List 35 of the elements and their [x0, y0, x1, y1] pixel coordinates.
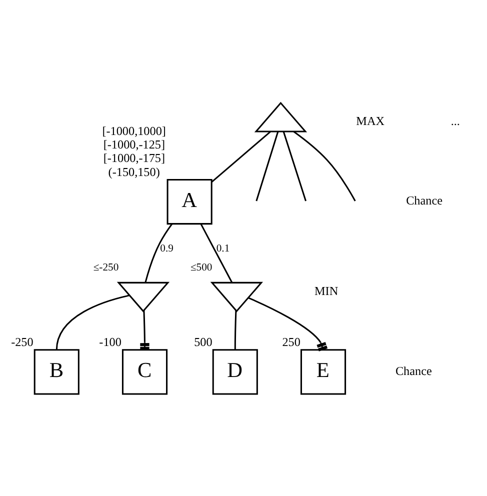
node-box: D: [212, 348, 258, 394]
edge-label: 0.9: [160, 242, 174, 254]
connector: [56, 294, 130, 350]
node-label: ≤500: [190, 262, 212, 273]
connector: [282, 131, 306, 201]
label: MIN: [314, 284, 338, 298]
node-label: (-150,150): [108, 164, 160, 178]
connector: [256, 131, 279, 201]
node-box: B: [34, 348, 80, 394]
connector: [200, 222, 233, 282]
node-triangle: [116, 281, 170, 312]
edge-label: 0.1: [216, 242, 230, 254]
node-triangle: [210, 281, 264, 312]
node-label: 500: [194, 334, 212, 348]
node-label: ≤-250: [93, 262, 119, 273]
node-box: E: [300, 348, 346, 394]
node-label: -250: [11, 334, 34, 348]
node-label: -100: [99, 334, 122, 348]
connector: [211, 130, 271, 182]
label: MAX: [356, 113, 385, 128]
label: Chance: [406, 193, 442, 208]
connector: [234, 310, 237, 350]
node-label: [-1000,1000]: [102, 123, 166, 138]
node-label: 250: [282, 334, 300, 348]
connector: [140, 310, 150, 350]
node-box: C: [122, 348, 168, 394]
label: ...: [450, 113, 460, 128]
connector: [248, 296, 328, 351]
node-label: [-1000,-125]: [103, 136, 166, 151]
node-box: A: [166, 178, 212, 224]
connector: [144, 222, 173, 282]
label: Chance: [395, 363, 432, 378]
node-label: [-1000,-175]: [103, 150, 166, 165]
node-triangle: [254, 101, 308, 132]
connector: [293, 130, 356, 201]
